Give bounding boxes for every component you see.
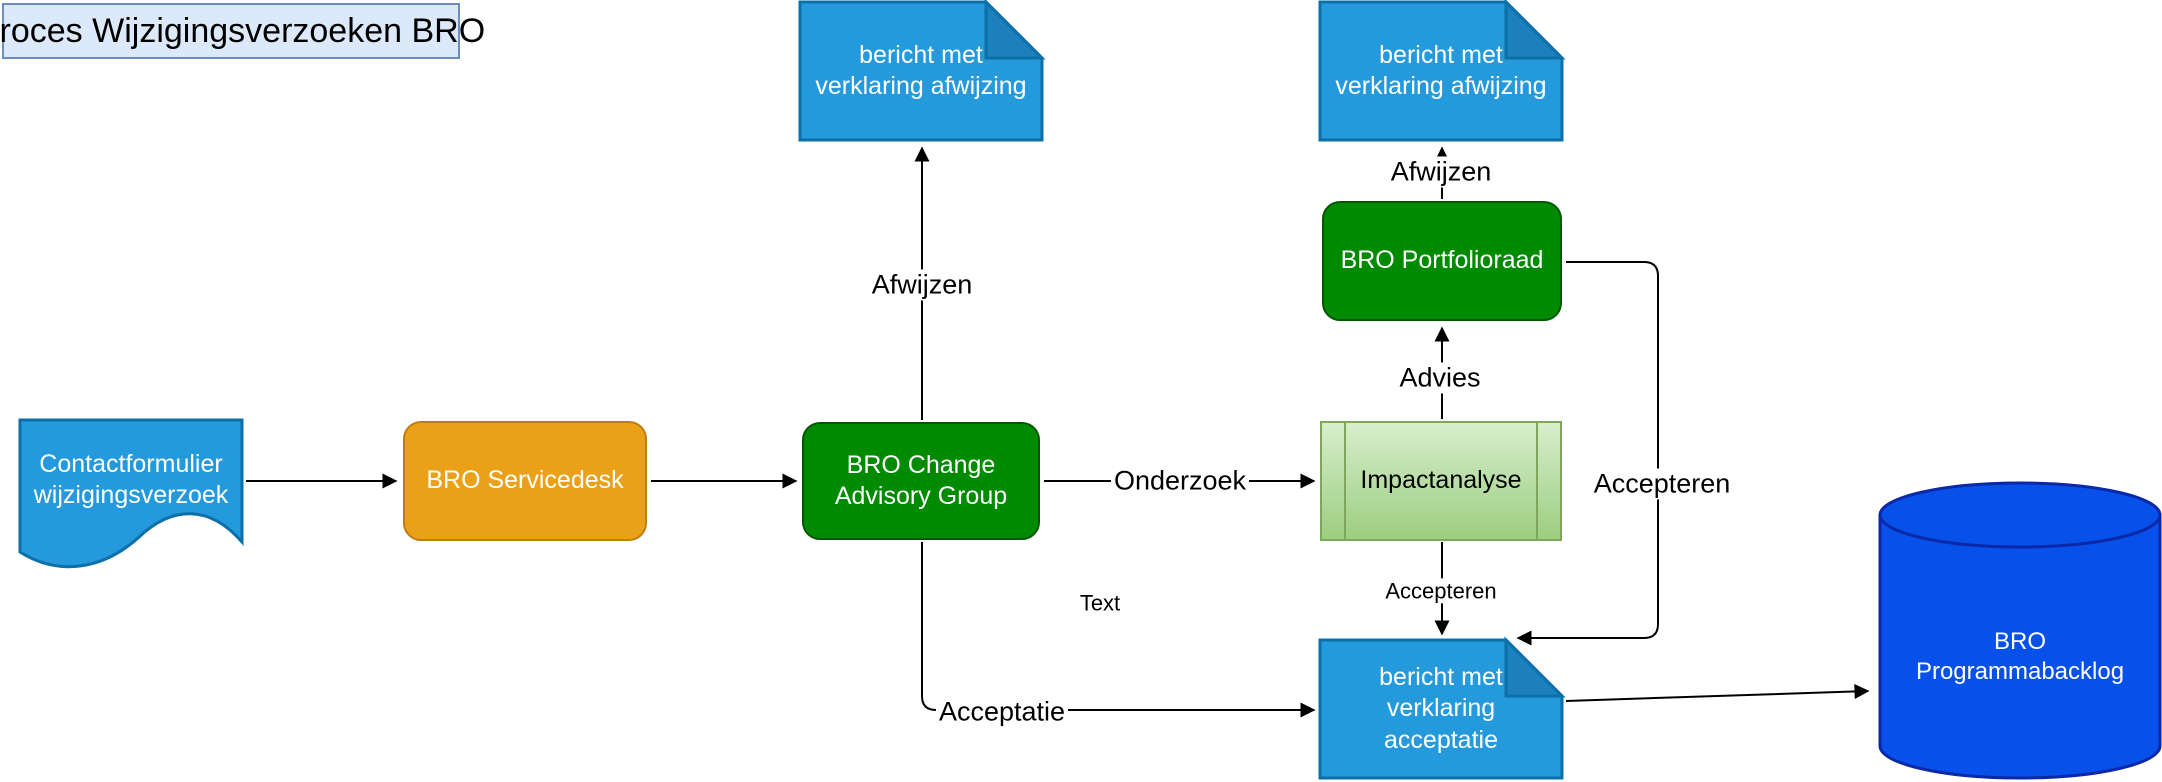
edge-label-afwijzen-right: Afwijzen xyxy=(1387,156,1495,188)
node-label: BRO Portfolioraad xyxy=(1340,246,1544,275)
acceptatie-note-shape xyxy=(1318,636,1566,780)
subprocess-bar-left xyxy=(1344,423,1346,539)
afwijzing-note-right-shape xyxy=(1318,0,1566,142)
node-label: BRO Servicedesk xyxy=(426,466,624,495)
edge-cag-to-acceptatie-doc xyxy=(921,542,1316,718)
contact-document-shape xyxy=(18,418,244,569)
node-impactanalyse: Impactanalyse xyxy=(1320,421,1562,541)
edge-label-accepteren-loop: Accepteren xyxy=(1590,468,1734,500)
note-fold xyxy=(1504,636,1566,698)
diagram-title: Proces Wijzigingsverzoeken BRO xyxy=(0,3,485,59)
node-label: Impactanalyse xyxy=(1360,466,1522,495)
stray-text-label: Text xyxy=(1079,590,1121,616)
node-bro-change-advisory-group: BRO Change Advisory Group xyxy=(802,422,1040,540)
node-bro-servicedesk: BRO Servicedesk xyxy=(403,421,647,541)
note-fold xyxy=(984,0,1046,60)
subprocess-bar-right xyxy=(1536,423,1538,539)
edge-label-advies: Advies xyxy=(1396,362,1484,394)
edge-label-afwijzen-left: Afwijzen xyxy=(868,269,976,301)
note-fold xyxy=(1504,0,1566,60)
node-bro-portfolioraad: BRO Portfolioraad xyxy=(1322,201,1562,321)
edge-label-acceptatie: Acceptatie xyxy=(935,696,1069,728)
backlog-cylinder-shape xyxy=(1878,481,2162,780)
edge-portfolioraad-to-acceptatie-doc xyxy=(1516,261,1659,646)
afwijzing-note-left-shape xyxy=(798,0,1046,142)
node-label: BRO Change Advisory Group xyxy=(834,450,1008,510)
edge-acceptatie-doc-to-backlog xyxy=(1565,683,1870,702)
edge-label-onderzoek: Onderzoek xyxy=(1110,465,1250,497)
edge-label-accepteren-down: Accepteren xyxy=(1382,578,1500,604)
